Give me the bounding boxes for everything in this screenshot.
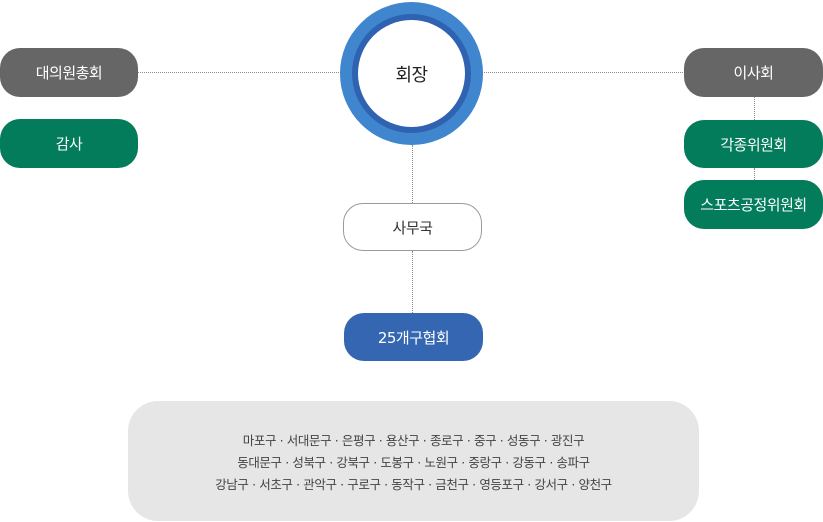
board-box: 이사회 — [684, 48, 823, 97]
audit-box: 감사 — [0, 119, 138, 168]
connector-committees-sports — [754, 168, 755, 180]
connector-board-committees — [754, 97, 755, 120]
president-label: 회장 — [395, 64, 428, 86]
connector-president-secretariat — [412, 145, 413, 203]
board-label: 이사회 — [733, 64, 774, 82]
committees-box: 각종위원회 — [684, 120, 823, 168]
committees-label: 각종위원회 — [720, 135, 787, 154]
connector-secretariat-association — [412, 251, 413, 313]
districts-panel: 마포구 · 서대문구 · 은평구 · 용산구 · 종로구 · 중구 · 성동구 … — [128, 401, 699, 521]
president-core: 회장 — [358, 20, 465, 127]
audit-label: 감사 — [55, 135, 83, 153]
sports-fairness-box: 스포츠공정위원회 — [684, 180, 823, 229]
connector-left — [138, 72, 341, 73]
president-ring: 회장 — [352, 14, 471, 133]
secretariat-label: 사무국 — [392, 218, 433, 237]
districts-line-2: 동대문구 · 성북구 · 강북구 · 도봉구 · 노원구 · 중랑구 · 강동구… — [237, 454, 590, 470]
districts-line-3: 강남구 · 서초구 · 관악구 · 구로구 · 동작구 · 금천구 · 영등포구… — [215, 476, 612, 492]
president-node: 회장 — [340, 2, 483, 145]
sports-fairness-label: 스포츠공정위원회 — [700, 196, 807, 214]
connector-right — [482, 72, 685, 73]
secretariat-box: 사무국 — [343, 203, 482, 251]
assembly-label: 대의원총회 — [35, 64, 103, 82]
district-association-box: 25개구협회 — [344, 313, 483, 361]
district-association-label: 25개구협회 — [377, 328, 450, 347]
districts-line-1: 마포구 · 서대문구 · 은평구 · 용산구 · 종로구 · 중구 · 성동구 … — [242, 432, 585, 448]
assembly-box: 대의원총회 — [0, 48, 138, 97]
